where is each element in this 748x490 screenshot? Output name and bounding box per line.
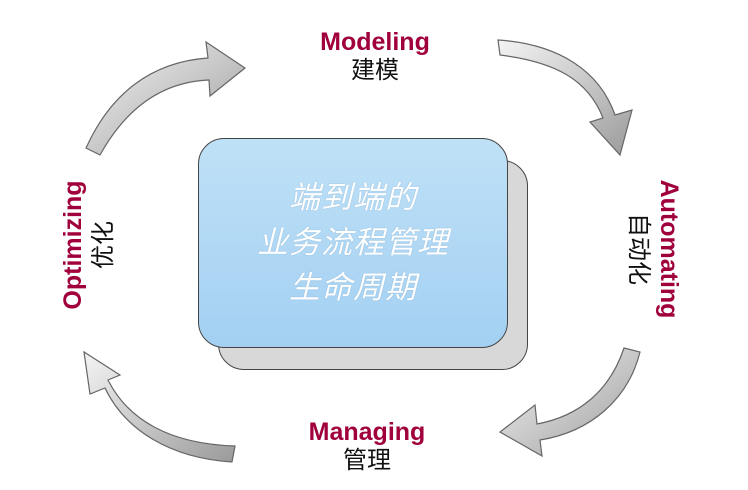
arrow-automating-to-managing xyxy=(498,347,641,458)
stage-optimizing: Optimizing 优化 xyxy=(58,160,138,330)
arrow-optimizing-to-modeling xyxy=(85,40,247,156)
stage-automating: Automating 自动化 xyxy=(604,160,684,338)
stage-automating-zh: 自动化 xyxy=(625,213,653,285)
stage-modeling: Modeling 建模 xyxy=(290,28,460,84)
stage-managing-en: Managing xyxy=(308,418,426,446)
center-line-3: 生命周期 xyxy=(289,269,417,306)
stage-managing: Managing 管理 xyxy=(282,418,452,474)
arrow-modeling-to-automating xyxy=(497,39,633,157)
center-line-1: 端到端的 xyxy=(289,179,417,216)
stage-optimizing-zh: 优化 xyxy=(89,221,117,269)
stage-automating-en: Automating xyxy=(655,179,683,319)
stage-managing-zh: 管理 xyxy=(343,446,391,474)
center-card: 端到端的 业务流程管理 生命周期 xyxy=(198,138,508,348)
stage-modeling-zh: 建模 xyxy=(351,56,399,84)
stage-optimizing-en: Optimizing xyxy=(59,180,87,310)
stage-modeling-en: Modeling xyxy=(320,28,430,56)
arrow-managing-to-optimizing xyxy=(83,350,236,463)
center-line-2: 业务流程管理 xyxy=(257,224,449,261)
